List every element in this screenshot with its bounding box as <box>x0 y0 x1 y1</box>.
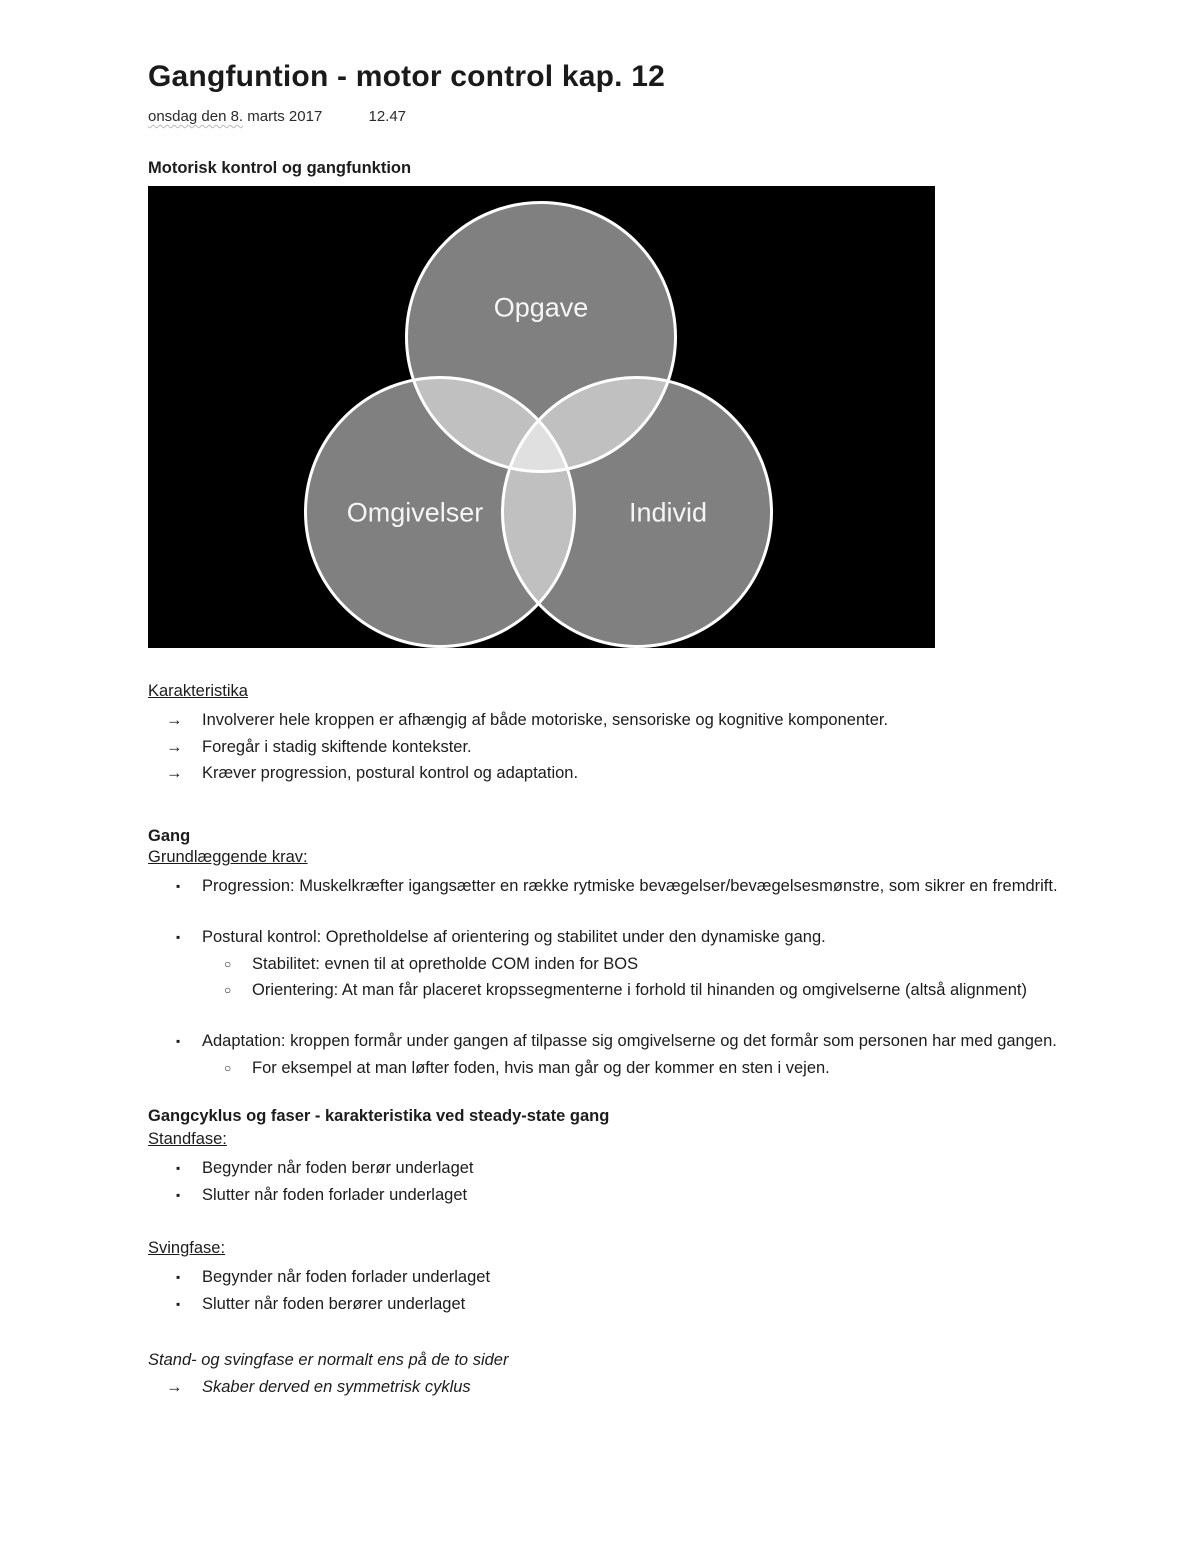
section-karakteristika: Karakteristika → Involverer hele kroppen… <box>148 682 1190 787</box>
date-text-rest: marts 2017 <box>243 108 323 125</box>
square-bullet-icon: ▪ <box>176 929 181 944</box>
list-item: ○ Stabilitet: evnen til at opretholde CO… <box>148 951 1190 978</box>
venn-label-individ: Individ <box>628 497 708 528</box>
list-item: ▪ Progression: Muskelkræfter igangsætter… <box>148 873 1190 900</box>
section-gang: Gang Grundlæggende krav: ▪ Progression: … <box>148 827 1190 1081</box>
list-item-text: Progression: Muskelkræfter igangsætter e… <box>202 877 1058 896</box>
list-item-text: Skaber derved en symmetrisk cyklus <box>202 1378 471 1397</box>
standfase-heading: Standfase: <box>148 1130 227 1149</box>
page-title: Gangfuntion - motor control kap. 12 <box>148 60 665 93</box>
symmetry-note: Stand- og svingfase er normalt ens på de… <box>148 1347 1190 1374</box>
list-item: ▪ Begynder når foden berør underlaget <box>148 1155 1190 1182</box>
venn-label-opgave: Opgave <box>493 292 589 323</box>
date-text: onsdag den 8. <box>148 108 244 125</box>
list-item: ▪ Slutter når foden berører underlaget <box>148 1291 1190 1318</box>
list-item-text: Adaptation: kroppen formår under gangen … <box>202 1032 1057 1051</box>
list-item: ▪ Adaptation: kroppen formår under gange… <box>148 1028 1190 1055</box>
list-item: ▪ Postural kontrol: Opretholdelse af ori… <box>148 924 1190 951</box>
section-gangcyklus: Gangcyklus og faser - karakteristika ved… <box>148 1107 1190 1400</box>
note-text: Stand- og svingfase er normalt ens på de… <box>148 1351 509 1370</box>
list-item-text: Involverer hele kroppen er afhængig af b… <box>202 711 889 729</box>
list-item: → Skaber derved en symmetrisk cyklus <box>148 1374 1190 1401</box>
arrow-bullet-icon: → <box>166 764 183 783</box>
list-item-text: Slutter når foden berører underlaget <box>202 1294 466 1313</box>
list-item: → Kræver progression, postural kontrol o… <box>148 760 1190 787</box>
gang-subheading: Grundlæggende krav: <box>148 848 308 867</box>
circle-bullet-icon: ○ <box>224 983 232 998</box>
list-item-text: Begynder når foden forlader underlaget <box>202 1267 491 1286</box>
arrow-bullet-icon: → <box>166 711 183 729</box>
karakteristika-heading: Karakteristika <box>148 682 248 700</box>
list-item-text: Slutter når foden forlader underlaget <box>202 1186 468 1205</box>
list-item: ▪ Slutter når foden forlader underlaget <box>148 1182 1190 1209</box>
list-item-text: Orientering: At man får placeret kropsse… <box>252 981 1027 1000</box>
venn-label-omgivelser: Omgivelser <box>346 497 484 528</box>
list-item: ▪ Begynder når foden forlader underlaget <box>148 1264 1190 1291</box>
list-item-text: Stabilitet: evnen til at opretholde COM … <box>252 954 639 973</box>
gang-heading: Gang <box>148 827 191 846</box>
time-text: 12.47 <box>368 108 407 125</box>
list-item-text: Kræver progression, postural kontrol og … <box>202 764 579 783</box>
square-bullet-icon: ▪ <box>176 1034 181 1049</box>
list-item-text: Begynder når foden berør underlaget <box>202 1159 474 1178</box>
circle-bullet-icon: ○ <box>224 956 232 971</box>
square-bullet-icon: ▪ <box>176 1269 181 1284</box>
list-item-text: Foregår i stadig skiftende kontekster. <box>202 737 472 756</box>
square-bullet-icon: ▪ <box>176 1188 181 1203</box>
arrow-bullet-icon: → <box>166 1378 183 1397</box>
svingfase-heading: Svingfase: <box>148 1238 226 1257</box>
venn-diagram-image: Opgave Omgivelser Individ <box>148 186 935 648</box>
list-item: ○ For eksempel at man løfter foden, hvis… <box>148 1055 1190 1082</box>
list-item: → Foregår i stadig skiftende kontekster. <box>148 734 1190 761</box>
note-page: Gangfuntion - motor control kap. 12 onsd… <box>148 60 1190 1400</box>
square-bullet-icon: ▪ <box>176 1296 181 1311</box>
list-item-text: Postural kontrol: Opretholdelse af orien… <box>202 927 826 946</box>
circle-bullet-icon: ○ <box>224 1060 232 1075</box>
square-bullet-icon: ▪ <box>176 1161 181 1176</box>
list-item: ○ Orientering: At man får placeret krops… <box>148 977 1190 1004</box>
gangcyklus-heading: Gangcyklus og faser - karakteristika ved… <box>148 1107 610 1126</box>
venn-circle-individ <box>501 376 773 648</box>
square-bullet-icon: ▪ <box>176 879 181 894</box>
section-heading-motorisk-kontrol: Motorisk kontrol og gangfunktion <box>148 159 412 177</box>
date-line: onsdag den 8. marts 2017 12.47 <box>148 108 1190 125</box>
list-item: → Involverer hele kroppen er afhængig af… <box>148 707 1190 734</box>
arrow-bullet-icon: → <box>166 737 183 756</box>
list-item-text: For eksempel at man løfter foden, hvis m… <box>252 1058 830 1077</box>
